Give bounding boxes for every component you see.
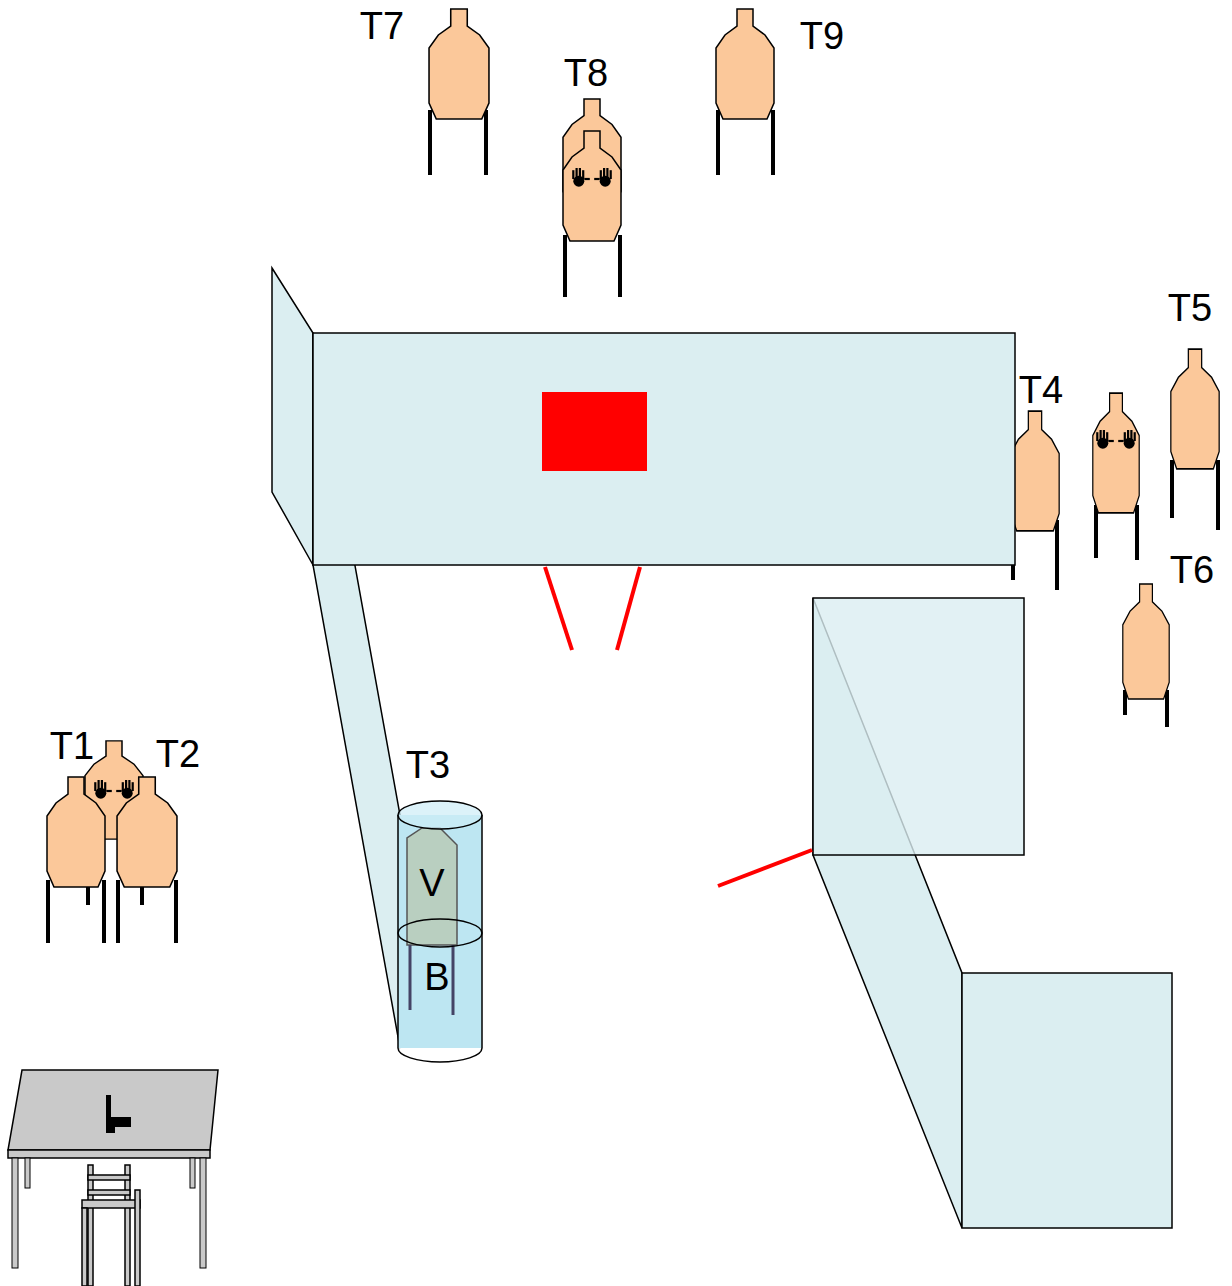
target-number: T6	[1170, 551, 1214, 589]
walls	[272, 268, 1172, 1228]
target-label: T3V B	[388, 740, 492, 1010]
target-number: T8	[564, 54, 608, 92]
target-number: T9	[800, 17, 844, 55]
target-label: T7	[358, 5, 406, 47]
targets	[47, 9, 1219, 887]
target-label: T5	[1166, 287, 1214, 329]
target-label: T1	[48, 725, 96, 767]
target-stands	[48, 110, 1218, 943]
pistol	[106, 1095, 131, 1133]
target-label: T4	[1017, 369, 1065, 411]
target-number: T3	[406, 746, 450, 784]
fault-lines	[545, 567, 812, 886]
target-label: T9	[798, 15, 846, 57]
zone-letter: B	[424, 958, 449, 996]
zone-letter: V	[419, 864, 444, 902]
target-label: T8	[562, 52, 610, 94]
barrel	[398, 801, 482, 1062]
red-marker	[542, 392, 647, 471]
target-label: T2	[154, 733, 202, 775]
target-label: T6	[1168, 549, 1216, 591]
target-number: T2	[156, 735, 200, 773]
target-number: T1	[50, 727, 94, 765]
target-number: T7	[360, 7, 404, 45]
table-and-chair	[8, 1070, 218, 1286]
target-number: T4	[1019, 371, 1063, 409]
target-number: T5	[1168, 289, 1212, 327]
